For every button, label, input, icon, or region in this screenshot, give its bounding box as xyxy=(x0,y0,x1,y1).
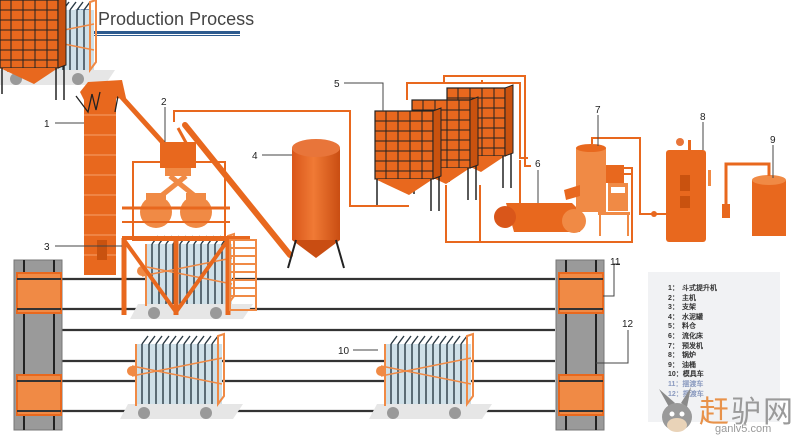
pipe-mixer-silo xyxy=(173,110,409,207)
fluidized-bed xyxy=(494,160,586,233)
callout-11: 11 xyxy=(610,257,621,268)
mold-car-1 xyxy=(119,333,244,420)
watermark-text: 赶驴网 xyxy=(699,395,795,430)
legend-item: 8：锅炉 xyxy=(668,352,696,360)
callout-4: 4 xyxy=(252,151,258,162)
callout-5: 5 xyxy=(334,79,340,90)
callout-12: 12 xyxy=(622,319,634,330)
ladder xyxy=(229,239,257,311)
callout-2: 2 xyxy=(161,97,167,108)
callout-3: 3 xyxy=(44,242,50,253)
legend-item: 7：预发机 xyxy=(668,342,703,350)
legend-list: 1：斗式提升机 2：主机 3：支架 4：水泥罐 5：料仓 6：流化床 7：预发机… xyxy=(648,272,780,399)
donkey-logo-icon xyxy=(659,387,692,432)
watermark: 赶驴网 ganlv5.com xyxy=(655,385,800,438)
main-mixer xyxy=(140,122,293,258)
silo-1 xyxy=(374,107,442,212)
legend-item: 10：模具车 xyxy=(668,371,704,379)
silo-template xyxy=(0,0,67,100)
legend-item: 5：料仓 xyxy=(668,323,696,331)
boiler xyxy=(647,138,711,242)
legend-item: 6：流化床 xyxy=(668,332,703,340)
callout-10: 10 xyxy=(338,346,350,357)
legend-item: 2：主机 xyxy=(668,294,696,302)
callout-9: 9 xyxy=(770,135,776,146)
header-underline xyxy=(10,31,240,34)
callout-lines xyxy=(55,82,774,364)
ferry-car-right-top xyxy=(558,272,604,314)
legend-item: 4：水泥罐 xyxy=(668,313,703,321)
mold-car-2 xyxy=(368,333,493,420)
left-ferry-rail xyxy=(13,259,63,431)
oil-drum xyxy=(722,162,786,236)
legend-item: 9：油桶 xyxy=(668,361,696,369)
title-english: Production Process xyxy=(98,9,255,29)
pre-expander xyxy=(564,137,660,242)
ferry-car-left-top xyxy=(16,272,62,314)
callout-7: 7 xyxy=(595,105,601,116)
legend-item: 1：斗式提升机 xyxy=(668,285,717,292)
legend-item: 11：摆渡车 xyxy=(668,380,704,388)
legend-item: 12：摆渡车 xyxy=(668,390,704,398)
ferry-car-right-bottom xyxy=(558,374,604,416)
ferry-car-left-bottom xyxy=(16,374,62,416)
cement-tank xyxy=(287,139,345,269)
callout-6: 6 xyxy=(535,159,541,170)
legend-item: 3：支架 xyxy=(668,304,696,312)
header-underline-thin xyxy=(10,35,240,36)
right-ferry-rail xyxy=(555,259,605,431)
watermark-url: ganlv5.com xyxy=(715,423,772,435)
callout-8: 8 xyxy=(700,112,706,123)
callout-1: 1 xyxy=(44,119,50,130)
legend-panel: 1：斗式提升机 2：主机 3：支架 4：水泥罐 5：料仓 6：流化床 7：预发机… xyxy=(648,272,780,422)
bucket-elevator xyxy=(75,80,167,275)
support-frame xyxy=(121,161,257,315)
